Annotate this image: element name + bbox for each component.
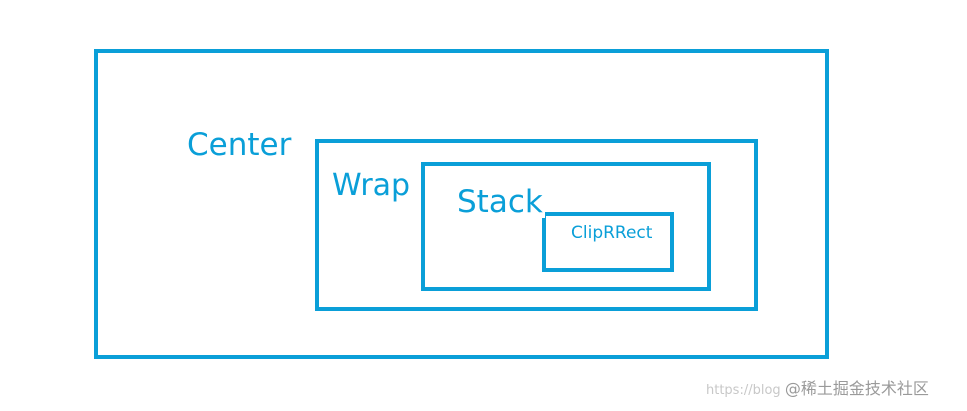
stack-label: Stack — [457, 184, 545, 220]
watermark: https://blog @稀土掘金技术社区 — [706, 375, 929, 399]
watermark-url: https://blog — [706, 383, 781, 398]
center-label: Center — [187, 127, 292, 163]
stack-box — [421, 162, 711, 291]
wrap-box — [315, 139, 758, 311]
cliprrect-box — [542, 212, 674, 272]
watermark-brand: @稀土掘金技术社区 — [784, 379, 929, 398]
cliprrect-label: ClipRRect — [571, 223, 653, 243]
center-box — [94, 49, 829, 359]
wrap-label: Wrap — [332, 168, 413, 203]
